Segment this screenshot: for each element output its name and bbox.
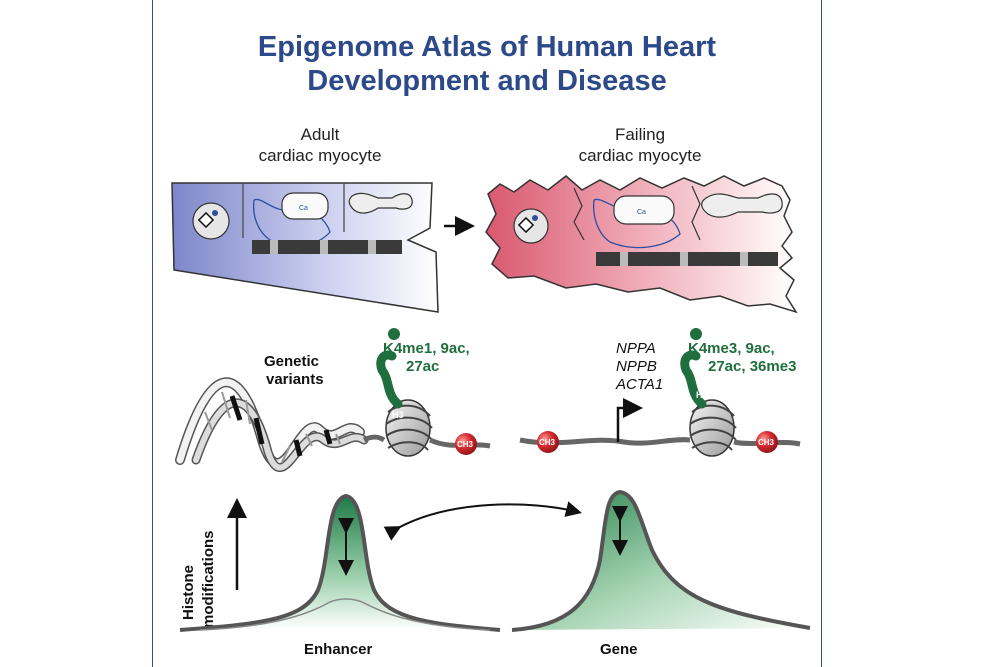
methyl-left: CH3 (455, 433, 477, 455)
gene-marks-line-2: 27ac, 36me3 (708, 358, 796, 375)
enhancer-gene-link-arrow (383, 501, 582, 541)
gene-name-2: NPPB (616, 358, 657, 375)
gene-label: Gene (600, 641, 638, 658)
title-line-2: Development and Disease (307, 65, 667, 97)
page-title: Epigenome Atlas of Human Heart Developme… (152, 30, 822, 98)
genetic-variants-line-2: variants (266, 371, 324, 388)
gene-name-1: NPPA (616, 340, 656, 357)
panel-frame (152, 0, 822, 667)
failing-calcium-label: Ca (637, 209, 646, 216)
failing-caption-line-2: cardiac myocyte (578, 146, 702, 165)
methyl-label-right-b: CH3 (758, 438, 775, 447)
gene-name-3: ACTA1 (615, 376, 663, 393)
genetic-variants-line-1: Genetic (264, 353, 319, 370)
genetic-variant-bars (229, 395, 333, 457)
adult-caption: Adult cardiac myocyte (240, 124, 400, 166)
adult-nucleus (192, 202, 230, 240)
failing-nucleus (513, 208, 549, 244)
tss-arrow (616, 398, 643, 442)
enhancer-marks-line-1: K4me1, 9ac, (383, 340, 470, 357)
enhancer-peak (179, 493, 501, 632)
y-axis-line-2: modifications (200, 530, 217, 628)
histone-tail-right (680, 350, 707, 409)
title-line-1: Epigenome Atlas of Human Heart (257, 31, 717, 63)
adult-myocyte: Ca (171, 182, 439, 313)
enhancer-marks-line-2: 27ac (406, 358, 439, 375)
y-axis-line-1: Histone (180, 565, 197, 620)
adult-sarcomeres (252, 240, 402, 254)
h3-label-left: H3 (392, 410, 404, 420)
failing-myocyte: Ca (485, 175, 798, 314)
h3-label-right: H3 (696, 390, 708, 400)
failing-caption: Failing cardiac myocyte (560, 124, 720, 166)
adult-caption-line-2: cardiac myocyte (258, 146, 382, 165)
adult-calcium-label: Ca (299, 205, 308, 212)
methyl-right-b: CH3 (756, 431, 778, 453)
methyl-label-left: CH3 (457, 440, 474, 449)
failing-sarcomeres (596, 252, 778, 266)
nucleosome-left: H3 (376, 328, 433, 457)
methyl-right-a: CH3 (537, 431, 559, 453)
adult-caption-line-1: Adult (300, 125, 340, 144)
methyl-label-right-a: CH3 (539, 438, 556, 447)
gene-peak (511, 489, 811, 632)
dna-helix (175, 377, 369, 473)
nucleosome-right: H3 (680, 328, 737, 457)
histone-tail-left (376, 350, 403, 409)
enhancer-label: Enhancer (304, 641, 373, 658)
gene-marks-line-1: K4me3, 9ac, (688, 340, 775, 357)
failing-caption-line-1: Failing (614, 125, 666, 144)
